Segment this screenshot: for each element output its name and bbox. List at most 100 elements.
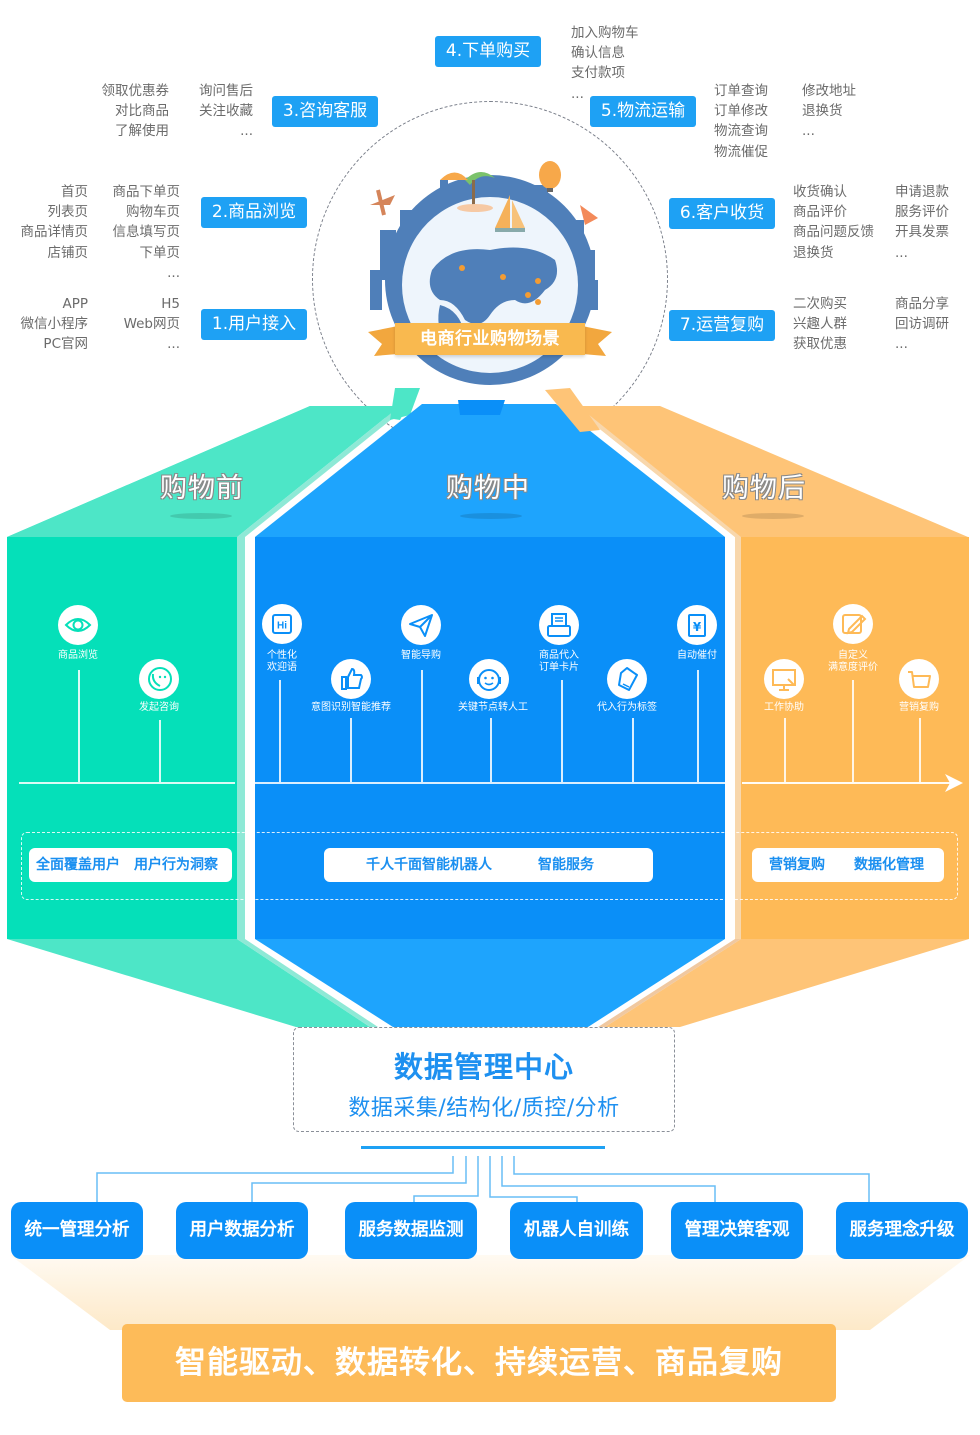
- phone-chat-icon: [148, 667, 172, 691]
- step-5-label: 5.物流运输: [590, 96, 696, 127]
- node-yuan: ¥: [677, 605, 717, 645]
- phase-shapes: [7, 388, 969, 1027]
- node-headset: [469, 659, 509, 699]
- node-stem: [159, 720, 161, 782]
- printer-card-icon: [547, 613, 571, 637]
- step-6-label: 6.客户收货: [669, 198, 775, 229]
- node-label: 商品代入 订单卡片: [539, 650, 579, 673]
- step-2-details-a: 首页列表页商品详情页店铺页: [20, 184, 89, 261]
- step-5-details-a: 订单查询订单修改物流查询物流催促: [714, 83, 768, 160]
- node-stem: [632, 718, 634, 782]
- node-label: 代入行为标签: [597, 702, 657, 713]
- data-center-title: 数据管理中心: [393, 1050, 574, 1084]
- node-tag: [607, 659, 647, 699]
- node-label: 自动催付: [677, 650, 717, 661]
- feature-robot-self-training[interactable]: 机器人自训练: [510, 1202, 643, 1259]
- yuan-clipboard-icon: ¥: [688, 614, 706, 637]
- node-monitor: [764, 659, 804, 699]
- node-label: 智能导购: [401, 650, 441, 661]
- step-2-label: 2.商品浏览: [201, 197, 307, 228]
- capability: 千人千面智能机器人: [366, 857, 492, 873]
- phase-before-title: 购物前: [160, 473, 244, 504]
- title-shadow: [170, 513, 232, 519]
- phase-during-title: 购物中: [446, 473, 530, 504]
- node-printer: [539, 605, 579, 645]
- data-center-subtitle: 数据采集/结构化/质控/分析: [348, 1096, 620, 1121]
- step-1-label: 1.用户接入: [201, 309, 307, 340]
- timeline-axis-before: [19, 782, 235, 784]
- node-label: 个性化 欢迎语: [267, 650, 297, 673]
- glow-backdrop: [10, 1255, 970, 1330]
- capability: 数据化管理: [854, 857, 924, 873]
- monitor-cursor-icon: [772, 669, 796, 691]
- step-7-details-a: 二次购买兴趣人群获取优惠: [793, 296, 847, 353]
- paper-plane-icon: [409, 614, 433, 637]
- node-stem: [852, 680, 854, 782]
- node-stem: [784, 718, 786, 782]
- node-stem: [490, 718, 492, 782]
- node-stem: [697, 670, 699, 782]
- feature-user-data-analysis[interactable]: 用户数据分析: [176, 1202, 308, 1259]
- node-eye: [58, 605, 98, 645]
- node-stem: [421, 670, 423, 782]
- node-label: 发起咨询: [139, 702, 179, 713]
- node-label: 意图识别智能推荐: [311, 702, 391, 713]
- node-stem: [78, 670, 80, 782]
- headset-face-icon: [477, 669, 501, 691]
- capability: 营销复购: [769, 857, 825, 873]
- feature-service-monitoring[interactable]: 服务数据监测: [345, 1202, 477, 1259]
- node-phone-chat: [139, 659, 179, 699]
- phase-after-capabilities: 营销复购 数据化管理: [752, 848, 944, 882]
- timeline-axis-during: [255, 782, 725, 784]
- node-label: 关键节点转人工: [458, 702, 528, 713]
- step-6-details-b: 申请退款服务评价开具发票...: [895, 184, 949, 261]
- cart-icon: [908, 671, 931, 688]
- node-label: 营销复购: [899, 702, 939, 713]
- tag-icon: [618, 667, 638, 691]
- edit-pencil-icon: [842, 614, 867, 635]
- svg-text:Hi: Hi: [277, 621, 287, 632]
- connector-lines: [96, 1146, 870, 1202]
- capability: 用户行为洞察: [134, 857, 218, 873]
- node-label: 自定义 满意度评价: [828, 650, 878, 673]
- capability: 全面覆盖用户: [36, 857, 120, 873]
- title-shadow: [742, 513, 804, 519]
- feature-objective-decisions[interactable]: 管理决策客观: [671, 1202, 803, 1259]
- node-stem: [919, 718, 921, 782]
- step-5-details-b: 修改地址退换货...: [802, 83, 856, 140]
- node-label: 工作协助: [764, 702, 804, 713]
- timeline-axis-after: [742, 782, 950, 784]
- data-center-box: 数据管理中心 数据采集/结构化/质控/分析: [293, 1027, 675, 1132]
- title-shadow: [460, 513, 522, 519]
- step-7-label: 7.运营复购: [669, 310, 775, 341]
- hi-icon: Hi: [272, 614, 292, 634]
- node-stem: [279, 680, 281, 782]
- phase-before-capabilities: 全面覆盖用户 用户行为洞察: [29, 848, 232, 882]
- feature-service-upgrade[interactable]: 服务理念升级: [836, 1202, 968, 1259]
- node-edit: [833, 604, 873, 644]
- node-label: 商品浏览: [58, 650, 98, 661]
- step-2-details-b: 商品下单页购物车页信息填写页下单页...: [112, 184, 181, 281]
- phase-after-title: 购物后: [722, 473, 806, 504]
- slogan-banner: 智能驱动、数据转化、持续运营、商品复购: [122, 1324, 836, 1402]
- svg-text:¥: ¥: [693, 620, 702, 634]
- feature-unified-management[interactable]: 统一管理分析: [11, 1202, 143, 1259]
- step-7-details-b: 商品分享回访调研...: [895, 296, 949, 353]
- step-4-details: 加入购物车确认信息支付款项...: [571, 25, 639, 102]
- banner-ribbon-tails: [368, 326, 612, 356]
- capabilities-dashed-frame: [21, 832, 958, 900]
- step-3-label: 3.咨询客服: [272, 96, 378, 127]
- timeline-arrow-icon: [945, 774, 963, 792]
- eye-icon: [64, 618, 92, 632]
- node-cart: [899, 659, 939, 699]
- step-3-details-a: 领取优惠券对比商品了解使用: [101, 83, 170, 140]
- step-3-details-b: 询问售后关注收藏...: [199, 83, 253, 140]
- step-6-details-a: 收货确认商品评价商品问题反馈退换货: [793, 184, 874, 261]
- capability: 智能服务: [538, 857, 594, 873]
- phase-during-capabilities: 千人千面智能机器人 智能服务: [324, 848, 653, 882]
- globe-banner: 电商行业购物场景: [395, 323, 585, 355]
- node-hi: Hi: [262, 604, 302, 644]
- node-stem: [350, 718, 352, 782]
